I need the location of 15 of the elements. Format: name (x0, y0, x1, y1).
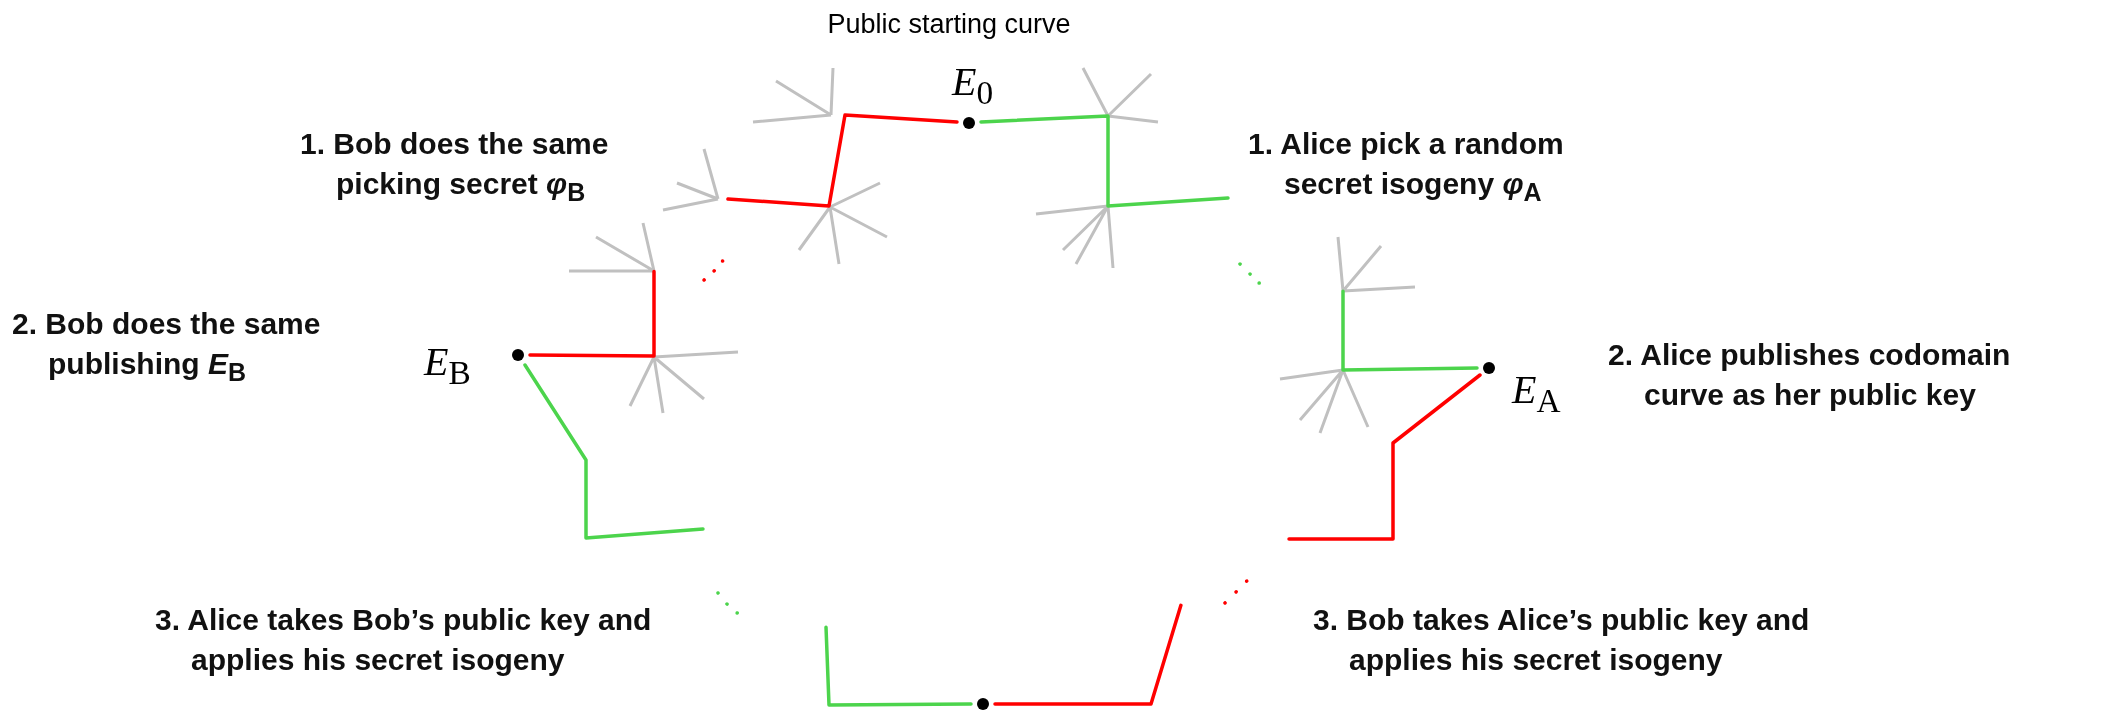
step-note: 1. Alice pick a random secret isogeny φ$_{A}$ (1248, 126, 1565, 208)
curve-label: E$_{0}$ (952, 60, 994, 113)
curve-point (977, 698, 989, 710)
step-note: 1. Bob does the same picking secret φ$_{B}$ (300, 126, 610, 208)
isogeny-path (993, 373, 1482, 706)
curve-label: E$_{A}$ (1512, 368, 1561, 421)
caption-text: Public starting curve (827, 8, 1071, 41)
curve-label: E$_{B}$ (424, 340, 471, 393)
isogeny-path (523, 363, 973, 707)
step-note: 3. Bob takes Alice’s public key and applies his secret isogeny (1313, 602, 1811, 678)
step-note: 2. Alice publishes codomain curve as her public key (1608, 337, 2012, 413)
step-note: 2. Bob does the same publishing E$_{B}$ (12, 306, 322, 388)
isogeny-path (528, 113, 959, 358)
isogeny-path (979, 114, 1479, 372)
step-note: 3. Alice takes Bob’s public key and applies his secret isogeny (155, 602, 653, 678)
